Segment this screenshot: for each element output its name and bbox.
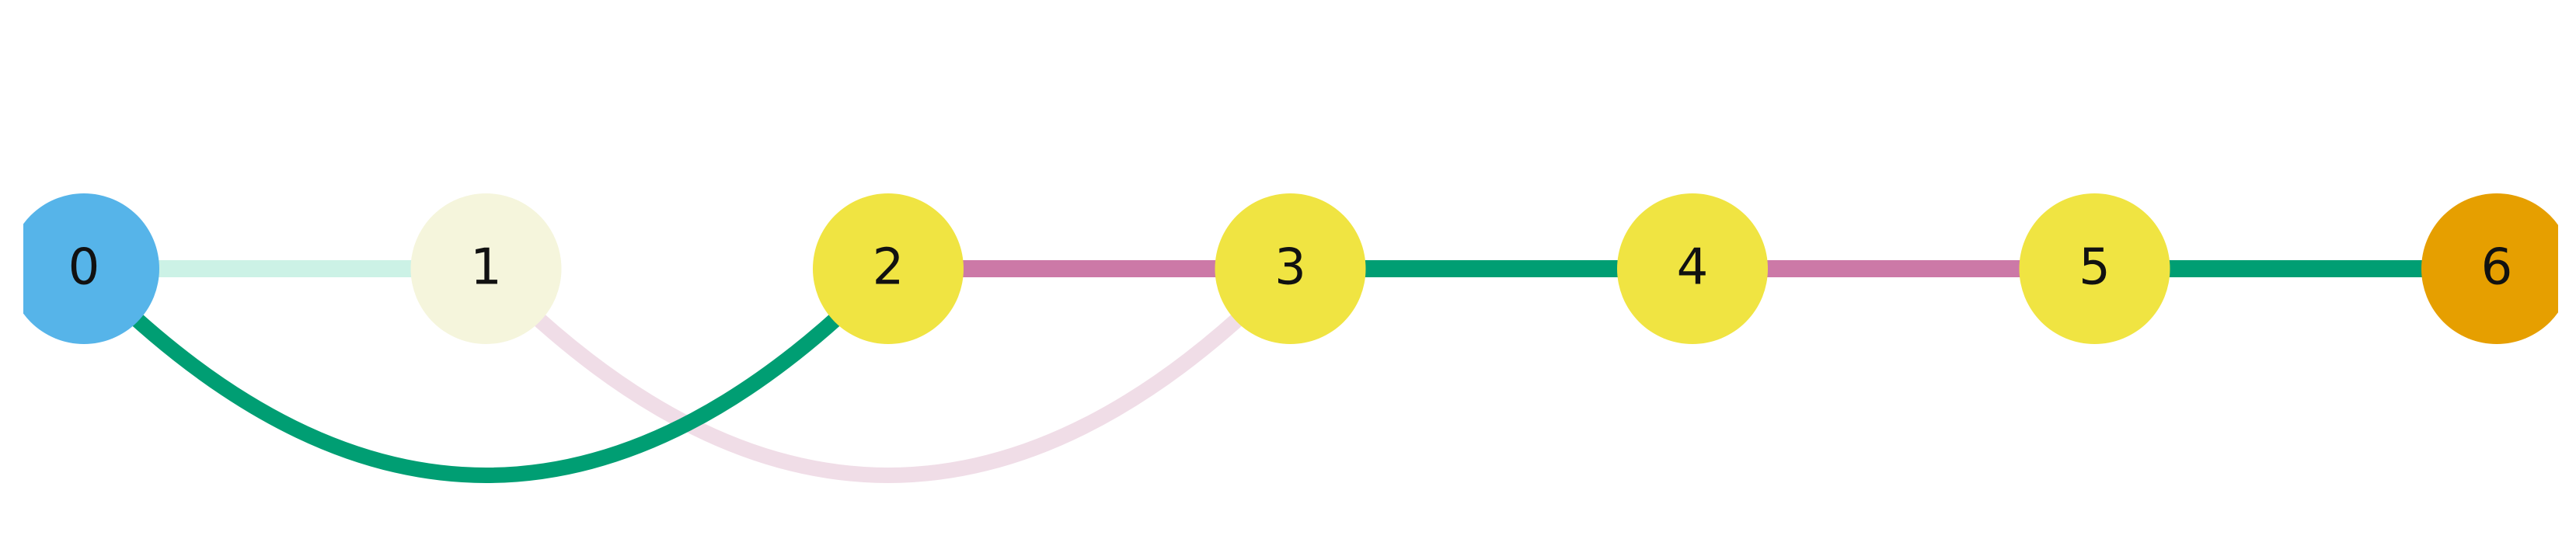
node-5-label: 5 <box>2079 239 2111 297</box>
node-2: 2 <box>813 193 964 344</box>
node-4-circle <box>1617 193 1768 344</box>
node-3: 3 <box>1215 193 1366 344</box>
node-0: 0 <box>23 193 159 344</box>
edge-0-2 <box>78 263 894 483</box>
node-0-label: 0 <box>68 239 100 297</box>
nodes-layer: 0 1 2 3 4 5 6 <box>23 193 2558 344</box>
node-3-circle <box>1215 193 1366 344</box>
plot-area: 0 1 2 3 4 5 6 <box>23 193 2558 483</box>
node-5: 5 <box>2019 193 2170 344</box>
node-4: 4 <box>1617 193 1768 344</box>
node-5-circle <box>2019 193 2170 344</box>
node-1-circle <box>410 193 562 344</box>
node-0-circle <box>23 193 159 344</box>
node-2-circle <box>813 193 964 344</box>
node-1-label: 1 <box>470 239 502 297</box>
node-3-label: 3 <box>1274 239 1306 297</box>
node-2-label: 2 <box>873 239 905 297</box>
node-6-circle <box>2421 193 2558 344</box>
edge-1-3 <box>480 263 1296 483</box>
node-6: 6 <box>2421 193 2558 344</box>
node-6-label: 6 <box>2481 239 2513 297</box>
node-1: 1 <box>410 193 562 344</box>
node-4-label: 4 <box>1677 239 1709 297</box>
